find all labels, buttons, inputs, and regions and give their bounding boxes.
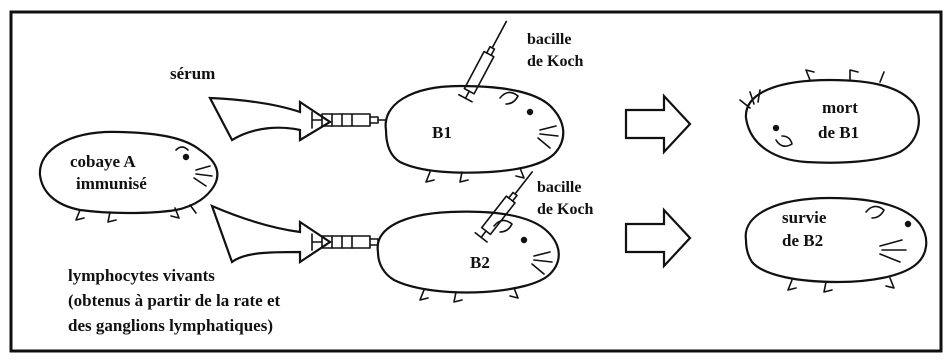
serum-transfer-arrow	[208, 96, 333, 142]
label-mort-line1: mort	[822, 98, 858, 117]
label-b1: B1	[432, 123, 452, 142]
label-survie-line2: de B2	[782, 231, 823, 250]
guinea-pig-b1-dead	[739, 69, 920, 164]
label-lymph-line3: des ganglions lymphatiques)	[68, 316, 273, 335]
label-b2: B2	[470, 253, 490, 272]
label-cobaye-a-line2: immunisé	[76, 174, 147, 193]
guinea-pig-b2	[376, 210, 560, 303]
syringe-b2-icon	[474, 171, 534, 243]
lymphocyte-transfer-arrow	[210, 203, 332, 265]
result-arrow-top	[624, 93, 692, 155]
label-bacille-top-line2: de Koch	[527, 53, 584, 70]
label-survie-line1: survie	[782, 208, 827, 227]
label-lymph-line1: lymphocytes vivants	[68, 266, 215, 285]
syringe-upper-icon	[311, 111, 405, 129]
label-cobaye-a-line1: cobaye A	[70, 152, 136, 171]
label-lymph-line2: (obtenus à partir de la rate et	[68, 291, 280, 310]
label-mort-line2: de B1	[818, 123, 859, 142]
syringe-b1-icon	[458, 20, 508, 103]
label-bacille-top-line1: bacille	[527, 31, 571, 48]
result-arrow-bottom	[624, 207, 692, 269]
label-serum: sérum	[170, 64, 215, 83]
guinea-pig-a	[38, 130, 219, 223]
label-bacille-bottom-line2: de Koch	[537, 201, 594, 218]
guinea-pig-b1	[384, 84, 565, 183]
label-bacille-bottom-line1: bacille	[537, 179, 581, 196]
guinea-pig-b2-survivor	[744, 196, 928, 293]
syringe-lower-icon	[311, 233, 403, 251]
